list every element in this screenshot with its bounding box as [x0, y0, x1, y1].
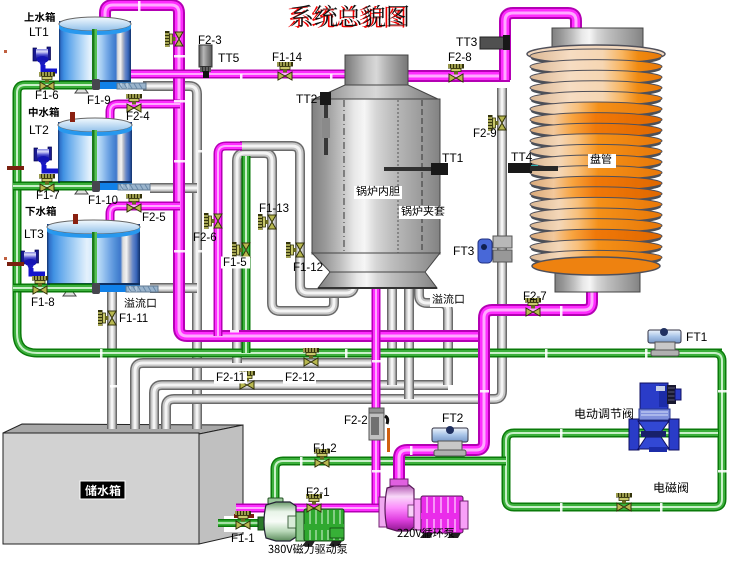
- svg-text:TT4: TT4: [511, 150, 533, 164]
- svg-text:LT2: LT2: [29, 123, 49, 137]
- svg-text:F1-7: F1-7: [36, 190, 60, 202]
- svg-text:F1-14: F1-14: [272, 52, 303, 64]
- svg-text:LT1: LT1: [29, 25, 49, 39]
- svg-text:F2-6: F2-6: [193, 232, 217, 244]
- svg-text:F2-12: F2-12: [285, 372, 315, 384]
- svg-text:F2-8: F2-8: [448, 52, 472, 64]
- svg-text:F1-10: F1-10: [88, 195, 118, 207]
- svg-text:F1-11: F1-11: [119, 313, 148, 325]
- svg-text:FT3: FT3: [453, 244, 475, 258]
- svg-text:F1-9: F1-9: [87, 95, 111, 107]
- svg-text:F1-13: F1-13: [259, 203, 289, 215]
- svg-text:F2-9: F2-9: [473, 128, 497, 140]
- svg-text:FT1: FT1: [686, 330, 708, 344]
- svg-text:TT1: TT1: [442, 151, 464, 165]
- svg-text:F1-6: F1-6: [35, 90, 59, 102]
- svg-text:F2-4: F2-4: [126, 111, 150, 123]
- svg-text:FT2: FT2: [442, 411, 464, 425]
- svg-text:F2-3: F2-3: [198, 35, 222, 47]
- svg-text:F1-1: F1-1: [231, 533, 255, 545]
- svg-text:F2-5: F2-5: [142, 212, 166, 224]
- svg-text:TT3: TT3: [456, 35, 478, 49]
- svg-text:F2-11: F2-11: [216, 372, 245, 384]
- svg-text:F1-5: F1-5: [223, 257, 247, 269]
- svg-text:F2-1: F2-1: [306, 487, 330, 499]
- svg-text:F2-7: F2-7: [523, 291, 547, 303]
- svg-text:TT5: TT5: [218, 51, 240, 65]
- svg-text:F1-8: F1-8: [31, 297, 55, 309]
- svg-text:LT3: LT3: [24, 227, 44, 241]
- svg-text:F2-2: F2-2: [344, 415, 368, 427]
- svg-text:TT2: TT2: [296, 92, 318, 106]
- svg-text:F1-2: F1-2: [313, 443, 337, 455]
- svg-text:F1-12: F1-12: [293, 262, 323, 274]
